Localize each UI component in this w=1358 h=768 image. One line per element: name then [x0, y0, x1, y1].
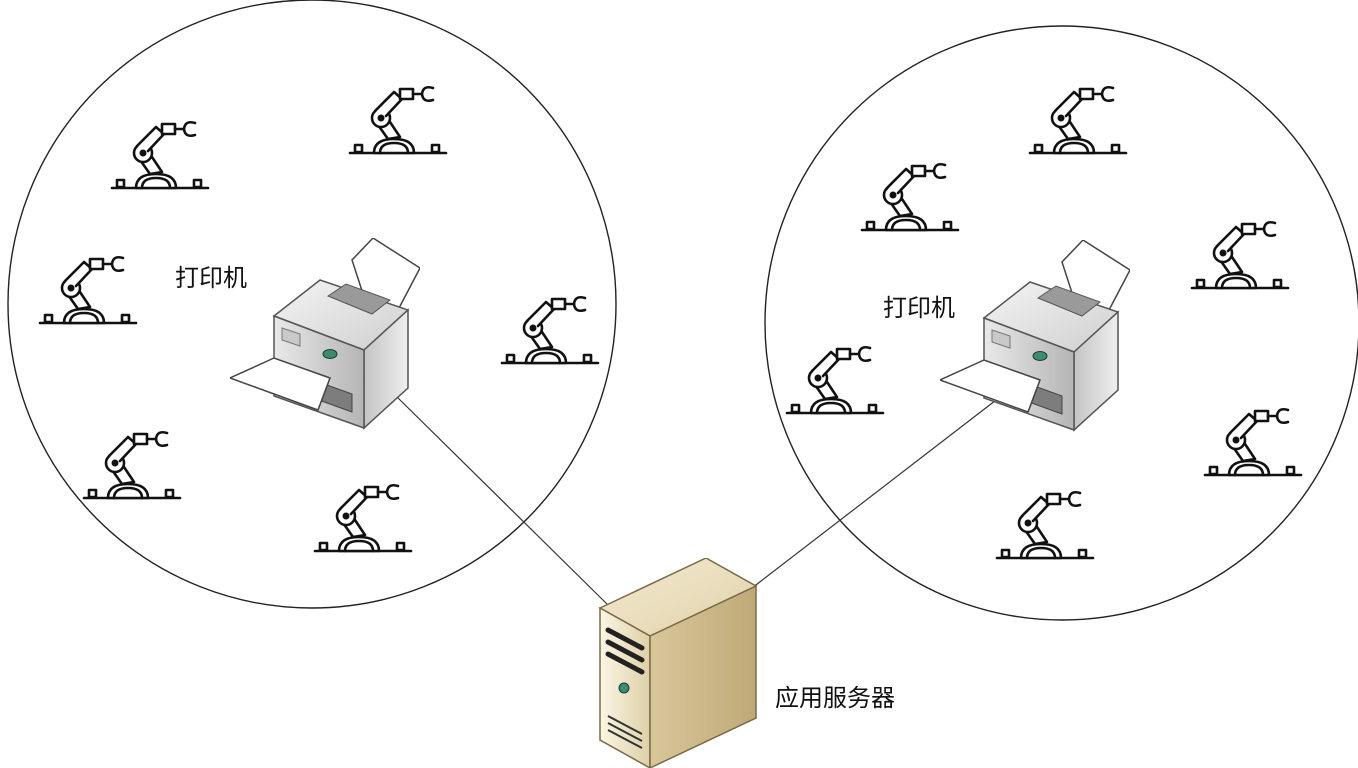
robot-arm-icon — [995, 490, 1095, 560]
zone-left-circle — [7, 0, 617, 609]
server-label: 应用服务器 — [775, 684, 895, 712]
robot-arm-icon — [38, 255, 138, 325]
printer-label-right: 打印机 — [883, 294, 955, 322]
robot-arm-icon — [82, 430, 182, 500]
zone-right-circle — [764, 25, 1358, 621]
robot-arm-icon — [348, 85, 448, 155]
connection-line-right — [751, 396, 1001, 589]
printer-icon — [940, 240, 1130, 431]
robot-arm-icon — [1203, 407, 1303, 477]
connection-line-left — [394, 394, 609, 606]
robot-arm-icon — [785, 345, 885, 415]
robot-arm-icon — [1190, 220, 1290, 290]
robot-arm-icon — [110, 120, 210, 190]
robot-arm-icon — [860, 162, 960, 232]
robot-arm-icon — [313, 483, 413, 553]
server-icon — [600, 558, 756, 768]
printer-label-left: 打印机 — [175, 264, 247, 292]
robot-arm-icon — [500, 295, 600, 365]
printer-icon — [230, 238, 420, 429]
robot-arm-icon — [1028, 85, 1128, 155]
